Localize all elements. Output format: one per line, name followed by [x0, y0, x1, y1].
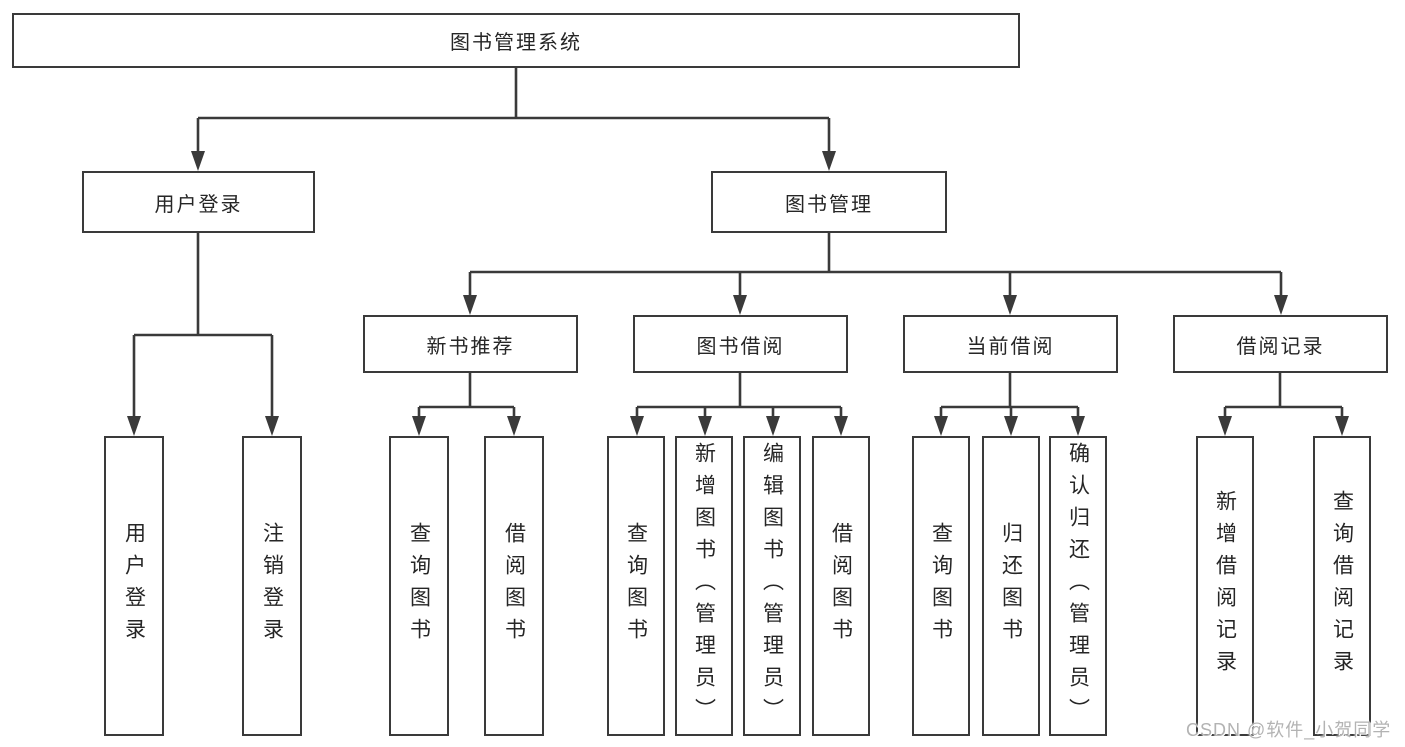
arrowheads [127, 151, 1349, 436]
leaf-bookborrow-add-books-admin: 新增图书（管理员） [675, 436, 733, 736]
leaf-record-query-borrow-record: 查询借阅记录 [1313, 436, 1371, 736]
node-borrow-record: 借阅记录 [1173, 315, 1388, 373]
node-book-borrow: 图书借阅 [633, 315, 848, 373]
leaf-logout: 注销登录 [242, 436, 302, 736]
leaf-newbook-borrow-books: 借阅图书 [484, 436, 544, 736]
node-book-management: 图书管理 [711, 171, 947, 233]
leaf-current-confirm-return-admin: 确认归还（管理员） [1049, 436, 1107, 736]
leaf-newbook-query-books: 查询图书 [389, 436, 449, 736]
leaf-bookborrow-borrow-books: 借阅图书 [812, 436, 870, 736]
leaf-current-return-books: 归还图书 [982, 436, 1040, 736]
leaf-record-add-borrow-record: 新增借阅记录 [1196, 436, 1254, 736]
csdn-watermark: CSDN @软件_小贺同学 [1186, 720, 1392, 740]
leaf-current-query-books: 查询图书 [912, 436, 970, 736]
leaf-bookborrow-edit-books-admin: 编辑图书（管理员） [743, 436, 801, 736]
connector-paths [132, 68, 1344, 418]
node-current-borrow: 当前借阅 [903, 315, 1118, 373]
node-root-system: 图书管理系统 [12, 13, 1020, 68]
node-user-login: 用户登录 [82, 171, 315, 233]
node-new-book-recommend: 新书推荐 [363, 315, 578, 373]
leaf-bookborrow-query-books: 查询图书 [607, 436, 665, 736]
leaf-user-login: 用户登录 [104, 436, 164, 736]
